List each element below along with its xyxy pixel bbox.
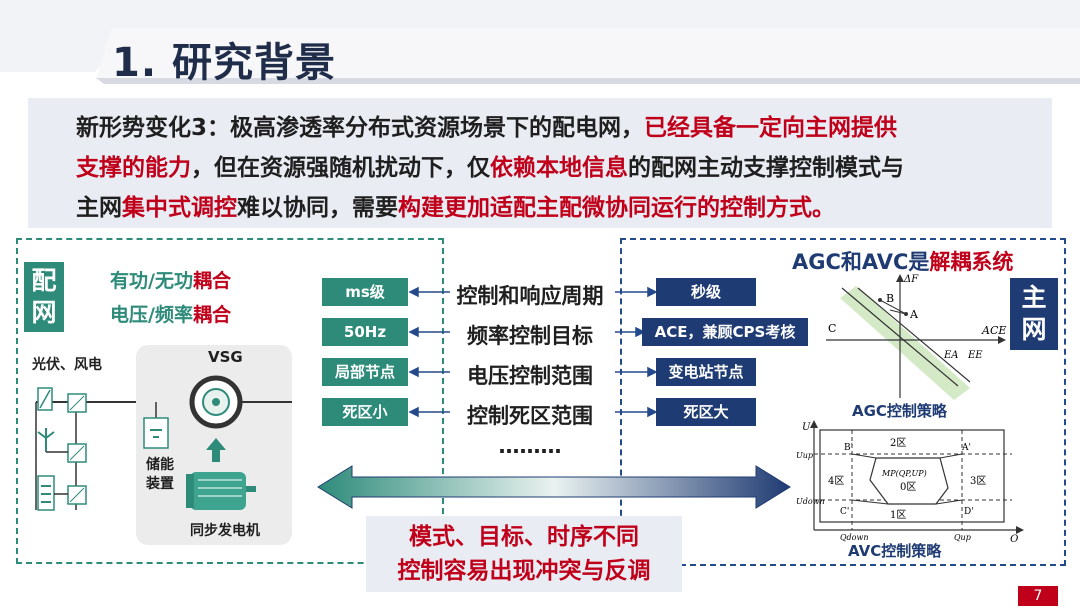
wind-turbine-icon	[37, 428, 55, 452]
storage-icon	[143, 417, 169, 449]
avc-uup-label: Uup	[796, 451, 813, 460]
avc-zone-2: 2区	[890, 437, 906, 449]
summary-text: 新形势变化3：极高渗透率分布式资源场景下的配电网，	[76, 115, 645, 141]
coupling-voltage-frequency: 电压/频率耦合	[110, 300, 231, 327]
avc-qup-label: Qup	[954, 533, 971, 542]
main-grid-value: 变电站节点	[656, 358, 756, 386]
conflict-box: 模式、目标、时序不同 控制容易出现冲突与反调	[366, 516, 682, 592]
avc-point-d: D'	[964, 507, 974, 517]
comparison-aspect: 控制死区范围	[467, 404, 593, 428]
vsg-machine-icon	[189, 375, 243, 429]
summary-line-2: 支撑的能力，但在资源强随机扰动下，仅依赖本地信息的配网主动支撑控制模式与	[76, 148, 1040, 188]
distribution-network-frame	[16, 238, 444, 564]
summary-highlight: 已经具备一定向主网提供	[644, 115, 898, 141]
badge-char: 配	[31, 266, 57, 295]
avc-point-b: B'	[844, 443, 853, 453]
comparison-aspect: 控制和响应周期	[456, 284, 604, 308]
avc-zone-1: 1区	[890, 509, 906, 521]
summary-text: ，但在资源强随机扰动下，仅	[191, 155, 490, 181]
coupling-highlight: 耦合	[192, 304, 231, 326]
coupling-highlight: 耦合	[192, 270, 231, 292]
comparison-aspect: 频率控制目标	[467, 324, 593, 348]
header-band	[0, 0, 1080, 84]
agc-ace-label: ACE	[981, 324, 1006, 337]
converter-icon	[67, 485, 87, 505]
summary-text: 难以协同，需要	[237, 195, 398, 221]
comparison-aspect: 电压控制范围	[467, 364, 593, 388]
generator-icon	[186, 472, 256, 510]
conflict-line: 控制容易出现冲突与反调	[397, 558, 651, 584]
summary-highlight: 集中式调控	[122, 195, 237, 221]
avc-qdown-label: Qdown	[840, 533, 869, 542]
comparison-arrows	[408, 286, 658, 418]
vsg-label: VSG	[208, 348, 243, 366]
summary-text: 的配网主动支撑控制模式与	[628, 155, 904, 181]
page-number: 7	[1018, 586, 1058, 606]
agc-df-label: ΔF	[903, 274, 919, 285]
avc-zone-0: 0区	[900, 481, 916, 493]
decoupled-title-highlight: 解耦系统	[929, 250, 1014, 274]
summary-box: 新形势变化3：极高渗透率分布式资源场景下的配电网，已经具备一定向主网提供 支撑的…	[28, 98, 1052, 228]
agc-point-a: A	[909, 308, 919, 321]
converter-icon	[67, 393, 87, 413]
main-grid-value: ACE，兼顾CPS考核	[642, 318, 808, 346]
summary-highlight: 依赖本地信息	[490, 155, 628, 181]
badge-char: 网	[31, 298, 57, 327]
distribution-value: 死区小	[322, 398, 408, 426]
main-grid-badge: 主 网	[1010, 278, 1058, 350]
distribution-diagram	[35, 345, 292, 545]
summary-text: 主网	[76, 195, 122, 221]
avc-udown-label: Udown	[796, 497, 825, 506]
distribution-badge: 配 网	[24, 262, 64, 332]
avc-mp-label: MP(QP,UP)	[881, 469, 927, 478]
avc-u-label: U	[802, 422, 811, 433]
generator-label: 同步发电机	[190, 523, 260, 539]
agc-point-b: B	[886, 292, 894, 305]
badge-char: 网	[1021, 315, 1047, 344]
avc-caption: AVC控制策略	[848, 542, 942, 560]
distribution-value: 50Hz	[322, 318, 408, 346]
avc-zone-4: 4区	[828, 475, 844, 487]
coupling-label: 有功/无功	[110, 270, 193, 292]
storage-label: 储能 装置	[146, 456, 174, 494]
badge-char: 主	[1021, 283, 1047, 312]
main-grid-frame	[620, 238, 1066, 566]
page-title: 1. 研究背景	[112, 40, 336, 86]
agc-ea-label: EA	[943, 350, 959, 361]
agc-strategy-diagram: ΔF ACE A B C EA EE	[826, 274, 1006, 400]
conflict-line: 模式、目标、时序不同	[409, 524, 639, 550]
main-grid-value: 死区大	[656, 398, 756, 426]
converter-icon	[67, 443, 87, 463]
decoupled-title: AGC和AVC是解耦系统	[792, 246, 1013, 276]
summary-highlight: 支撑的能力	[76, 155, 191, 181]
coupling-label: 电压/频率	[110, 304, 193, 326]
avc-point-a: A'	[961, 443, 971, 453]
double-arrow	[317, 465, 791, 509]
agc-point-c: C	[828, 322, 836, 335]
summary-line-3: 主网集中式调控难以协同，需要构建更加适配主配微协同运行的控制方式。	[76, 188, 1040, 228]
up-arrow-icon	[206, 438, 226, 462]
main-grid-value: 秒级	[656, 278, 756, 306]
decoupled-title-text: AGC和AVC是	[792, 250, 930, 274]
avc-zone-3: 3区	[970, 475, 986, 487]
agc-ee-label: EE	[967, 350, 983, 361]
ellipsis: ………	[498, 434, 562, 458]
storage-label-line: 装置	[146, 476, 174, 492]
avc-q-label: Q	[1010, 534, 1018, 542]
distribution-value: 局部节点	[322, 358, 408, 386]
summary-line-1: 新形势变化3：极高渗透率分布式资源场景下的配电网，已经具备一定向主网提供	[76, 108, 1040, 148]
storage-label-line: 储能	[146, 457, 174, 473]
summary-highlight: 构建更加适配主配微协同运行的控制方式。	[398, 195, 835, 221]
battery-icon	[37, 475, 55, 511]
avc-point-c: C'	[840, 507, 849, 517]
coupling-active-reactive: 有功/无功耦合	[110, 266, 231, 293]
avc-strategy-diagram: U Q Uup Udown Qdown Qup 2区 1区 4区 3区 0区 M…	[796, 420, 1024, 542]
pv-wind-label: 光伏、风电	[32, 357, 102, 373]
agc-caption: AGC控制策略	[852, 402, 947, 420]
distribution-value: ms级	[322, 278, 408, 306]
